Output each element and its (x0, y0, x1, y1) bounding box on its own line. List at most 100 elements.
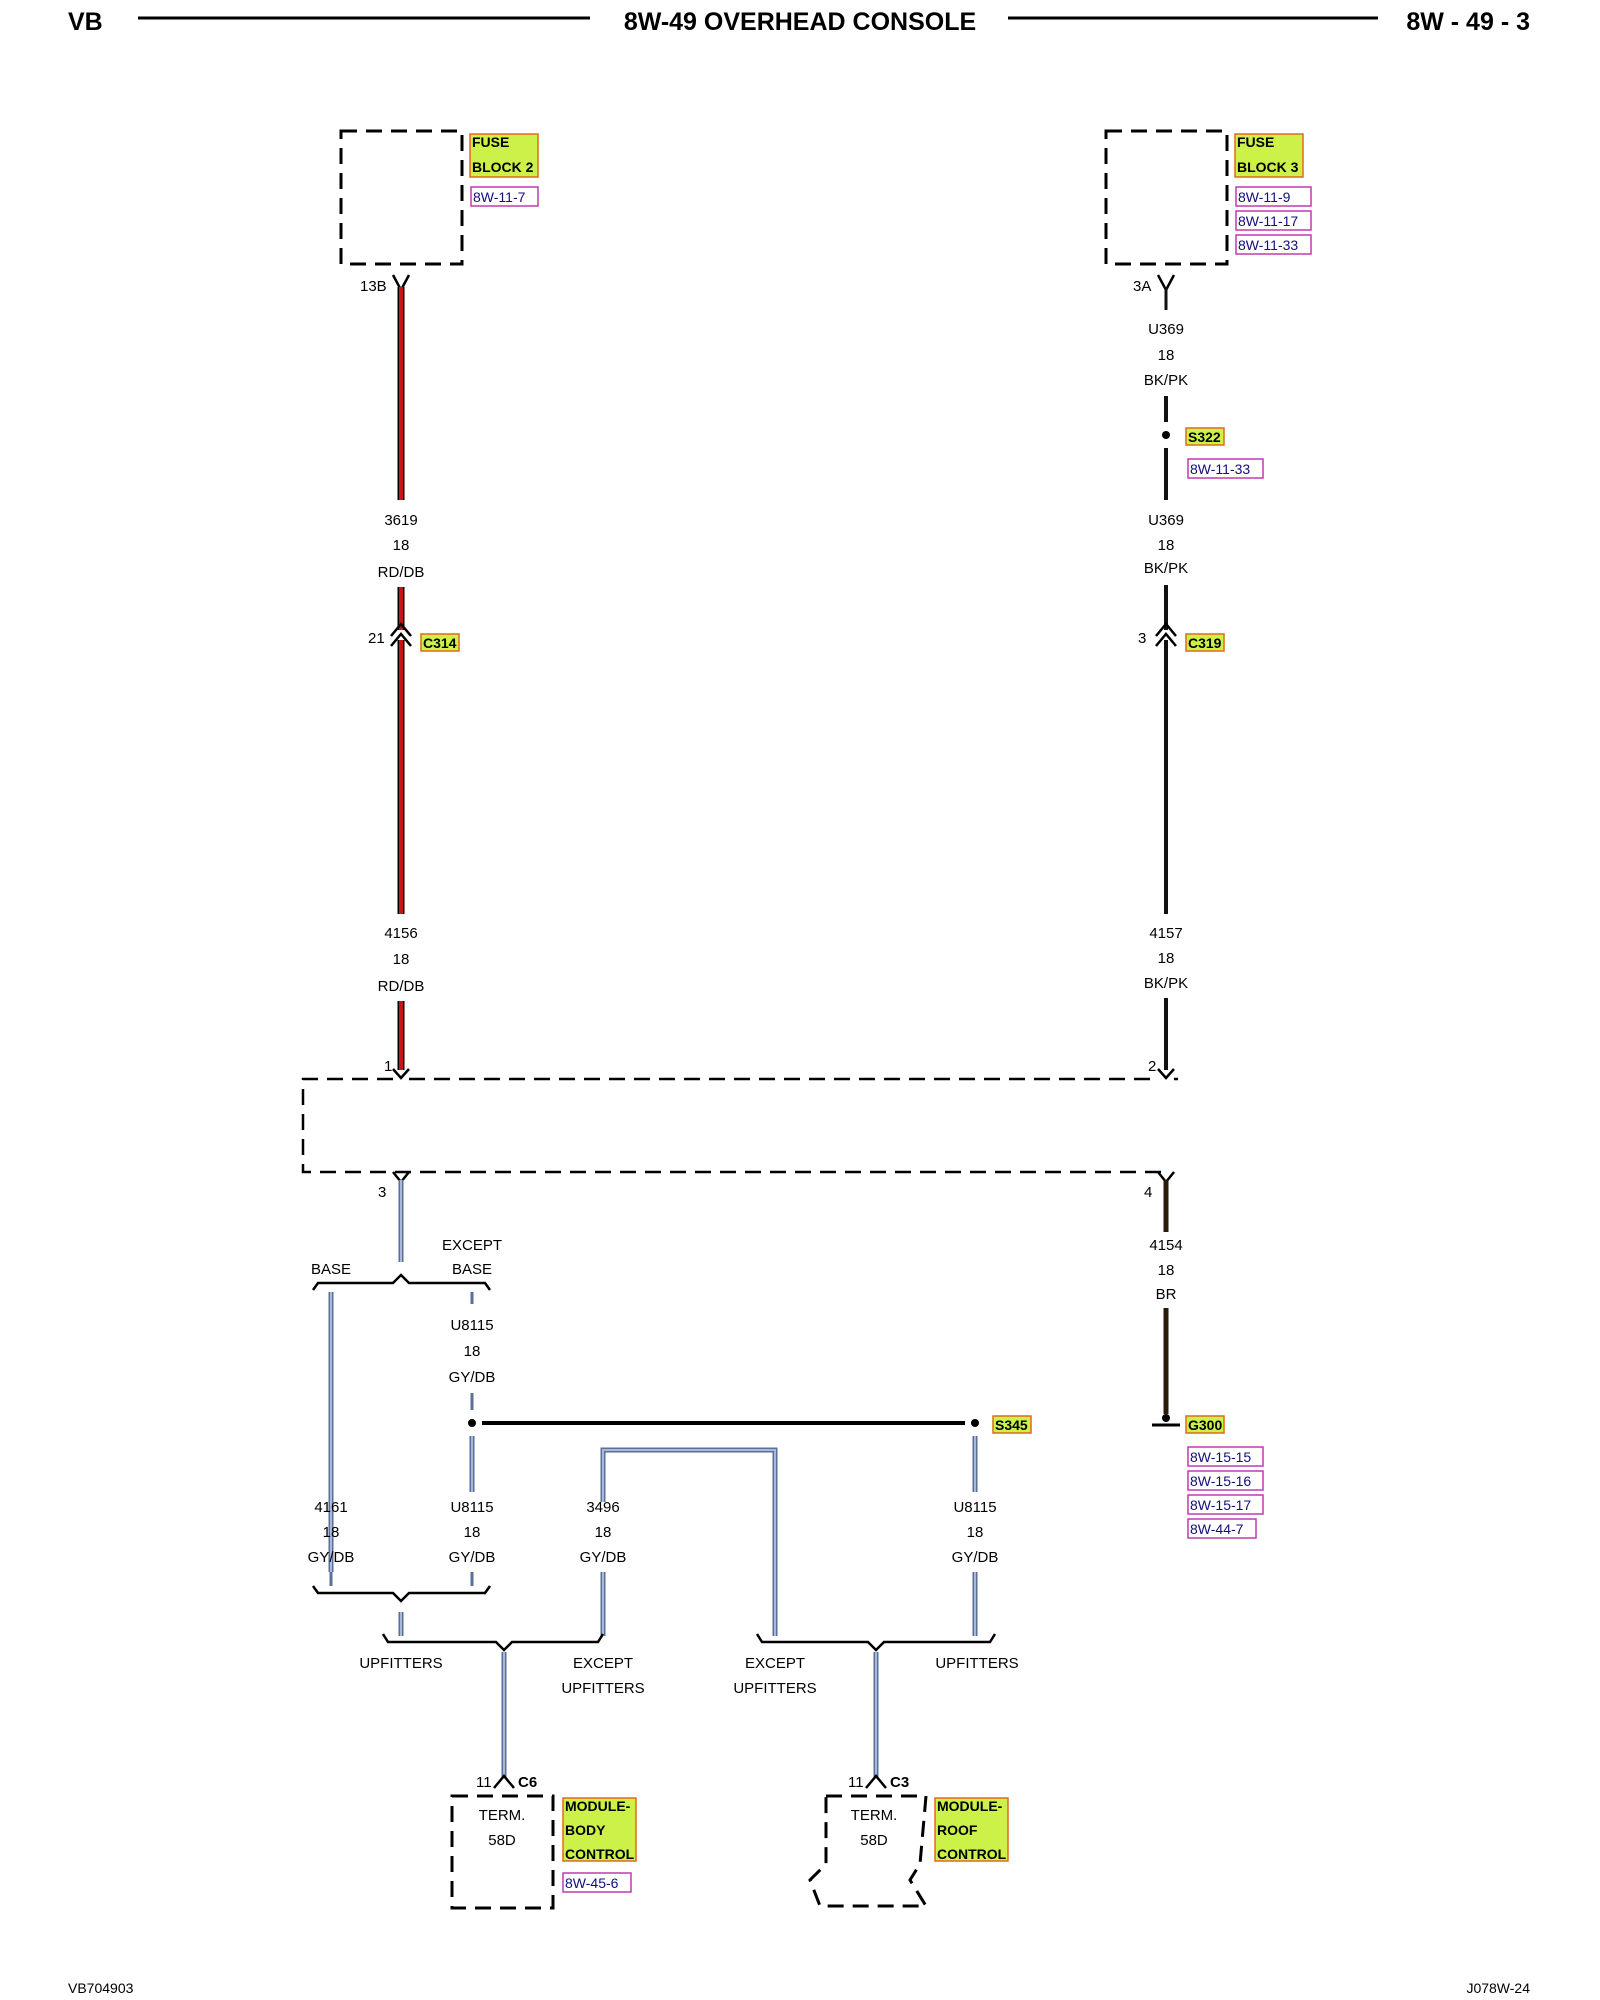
body-module-ref: 8W-45-6 (565, 1875, 619, 1891)
connector-c319-upper (1155, 622, 1177, 637)
wire-4154-number: 4154 (1149, 1237, 1182, 1254)
wire-u8115c-circuit: U8115 18 GY/DB (952, 1436, 999, 1636)
wire-3619-number: 3619 (384, 512, 417, 529)
wire-u8115b-gauge: 18 (464, 1524, 481, 1541)
wire-4154-gauge: 18 (1158, 1262, 1175, 1279)
fuse-block-3-outline (1104, 129, 1229, 266)
s345-tag (992, 1415, 1032, 1434)
body-module-ref-box (562, 1872, 632, 1893)
console-pin-1-terminal (392, 1068, 410, 1080)
fuse-block-3-label-line2: BLOCK 3 (1237, 159, 1299, 175)
wire-u8115b-color: GY/DB (449, 1549, 496, 1566)
fuse-block-3-ref-1: 8W-11-9 (1238, 189, 1291, 205)
wire-u8115a-color: GY/DB (449, 1369, 496, 1386)
fuse-block-3-ref-3: 8W-11-33 (1238, 237, 1298, 253)
c319-pin: 3 (1138, 630, 1146, 647)
wire-4157-color: BK/PK (1144, 975, 1188, 992)
roof-module-tag (934, 1797, 1009, 1862)
wire-u369a-number: U369 (1148, 321, 1184, 338)
s322-tag (1185, 427, 1225, 446)
header-left: VB (68, 8, 103, 36)
roof-module-term-line2: 58D (860, 1832, 888, 1849)
wire-u8115c-gauge: 18 (967, 1524, 984, 1541)
wire-3496-circuit: 3496 18 GY/DB (580, 1447, 778, 1636)
s322-label: S322 (1188, 429, 1221, 445)
fuse-block-2-label-line2: BLOCK 2 (472, 159, 534, 175)
g300-ref-3: 8W-15-17 (1190, 1497, 1251, 1513)
c314-pin: 21 (368, 630, 385, 647)
merge-brace (311, 1585, 492, 1603)
roof-module-label-line3: CONTROL (937, 1846, 1007, 1862)
fuse-block-3-ref-box-2 (1235, 210, 1312, 231)
g300-label: G300 (1188, 1417, 1222, 1433)
wire-4157-number: 4157 (1149, 925, 1182, 942)
overhead-console (301, 1077, 1178, 1174)
c314-tag (420, 633, 460, 652)
option-except-upfitters-left-line2: UPFITTERS (561, 1680, 644, 1697)
body-module-connector: C6 (518, 1774, 537, 1791)
option-except-upfitters-right-line2: UPFITTERS (733, 1680, 816, 1697)
splice-s322-dot (1162, 431, 1170, 439)
page-title: 8W-49 OVERHEAD CONSOLE (624, 8, 976, 36)
wire-4154-color: BR (1156, 1286, 1177, 1303)
wire-u8115c-color: GY/DB (952, 1549, 999, 1566)
option-upfitters-left: UPFITTERS (359, 1655, 442, 1672)
body-module-term-line2: 58D (488, 1832, 516, 1849)
s345-label: S345 (995, 1417, 1028, 1433)
output-pin-3-circuit: 3 EXCEPT BASE BASE U8115 18 GY/DB S345 4… (308, 1171, 1032, 1636)
wire-3496-color: GY/DB (580, 1549, 627, 1566)
fuse-block-3-label-line1: FUSE (1237, 134, 1274, 150)
roof-module-pin: 11 (848, 1774, 864, 1791)
wire-u369b-gauge: 18 (1158, 537, 1175, 554)
wire-4161-number: 4161 (314, 1499, 347, 1516)
wire-3496-gauge: 18 (595, 1524, 612, 1541)
body-module-outline (450, 1794, 555, 1910)
base-option-brace (311, 1273, 492, 1291)
c314-label: C314 (423, 635, 457, 651)
fuse-block-2-label-line1: FUSE (472, 134, 509, 150)
body-control-module: 11 C6 TERM. 58D MODULE- BODY CONTROL 8W-… (450, 1774, 637, 1910)
connector-c314-lower (390, 632, 412, 647)
console-pin-4: 4 (1144, 1184, 1152, 1201)
fuse-block-3: FUSE BLOCK 3 8W-11-9 8W-11-17 8W-11-33 3… (1104, 129, 1312, 295)
page-header: VB 8W-49 OVERHEAD CONSOLE 8W - 49 - 3 (68, 8, 1530, 36)
s322-ref: 8W-11-33 (1190, 461, 1250, 477)
fuse-block-2-ref-box (470, 186, 539, 207)
wire-3619-color: RD/DB (378, 564, 425, 581)
ground-circuit: 4 4154 18 BR G300 8W-15-15 8W-15-16 8W-1… (1144, 1171, 1264, 1539)
pin-3a: 3A (1133, 278, 1151, 295)
body-module-tag (562, 1797, 637, 1862)
wire-4156-color: RD/DB (378, 978, 425, 995)
console-pin-3: 3 (378, 1184, 386, 1201)
footer-right: J078W-24 (1466, 1980, 1530, 1996)
option-except-upfitters-right-line1: EXCEPT (745, 1655, 805, 1672)
page-number: 8W - 49 - 3 (1406, 8, 1530, 36)
roof-module-terminal (865, 1774, 887, 1789)
wire-3496-number: 3496 (586, 1499, 619, 1516)
splice-s345-right-dot (971, 1419, 979, 1427)
option-except-base-line1: EXCEPT (442, 1237, 502, 1254)
g300-ref-1: 8W-15-15 (1190, 1449, 1251, 1465)
connector-c319-lower (1155, 632, 1177, 647)
console-pin-2: 2 (1148, 1058, 1156, 1075)
wire-3496-loop (600, 1447, 778, 1636)
wire-u369a-color: BK/PK (1144, 372, 1188, 389)
roof-control-module: 11 C3 TERM. 58D MODULE- ROOF CONTROL (808, 1774, 1009, 1908)
roof-module-connector: C3 (890, 1774, 909, 1791)
option-base: BASE (311, 1261, 351, 1278)
body-module-pin: 11 (476, 1774, 492, 1791)
c319-tag (1185, 633, 1225, 652)
body-module-label-line3: CONTROL (565, 1846, 635, 1862)
wire-3619-gauge: 18 (393, 537, 410, 554)
g300-tag (1185, 1415, 1225, 1434)
fuse-block-2-outline (339, 129, 464, 266)
body-module-terminal (493, 1774, 515, 1789)
connector-c314-upper (390, 622, 412, 637)
console-pin-1: 1 (384, 1058, 392, 1075)
g300-ref-box-4 (1187, 1518, 1257, 1539)
option-upfitters-right: UPFITTERS (935, 1655, 1018, 1672)
wire-4156-number: 4156 (384, 925, 417, 942)
wire-4161-gauge: 18 (323, 1524, 340, 1541)
wire-4156-gauge: 18 (393, 951, 410, 968)
